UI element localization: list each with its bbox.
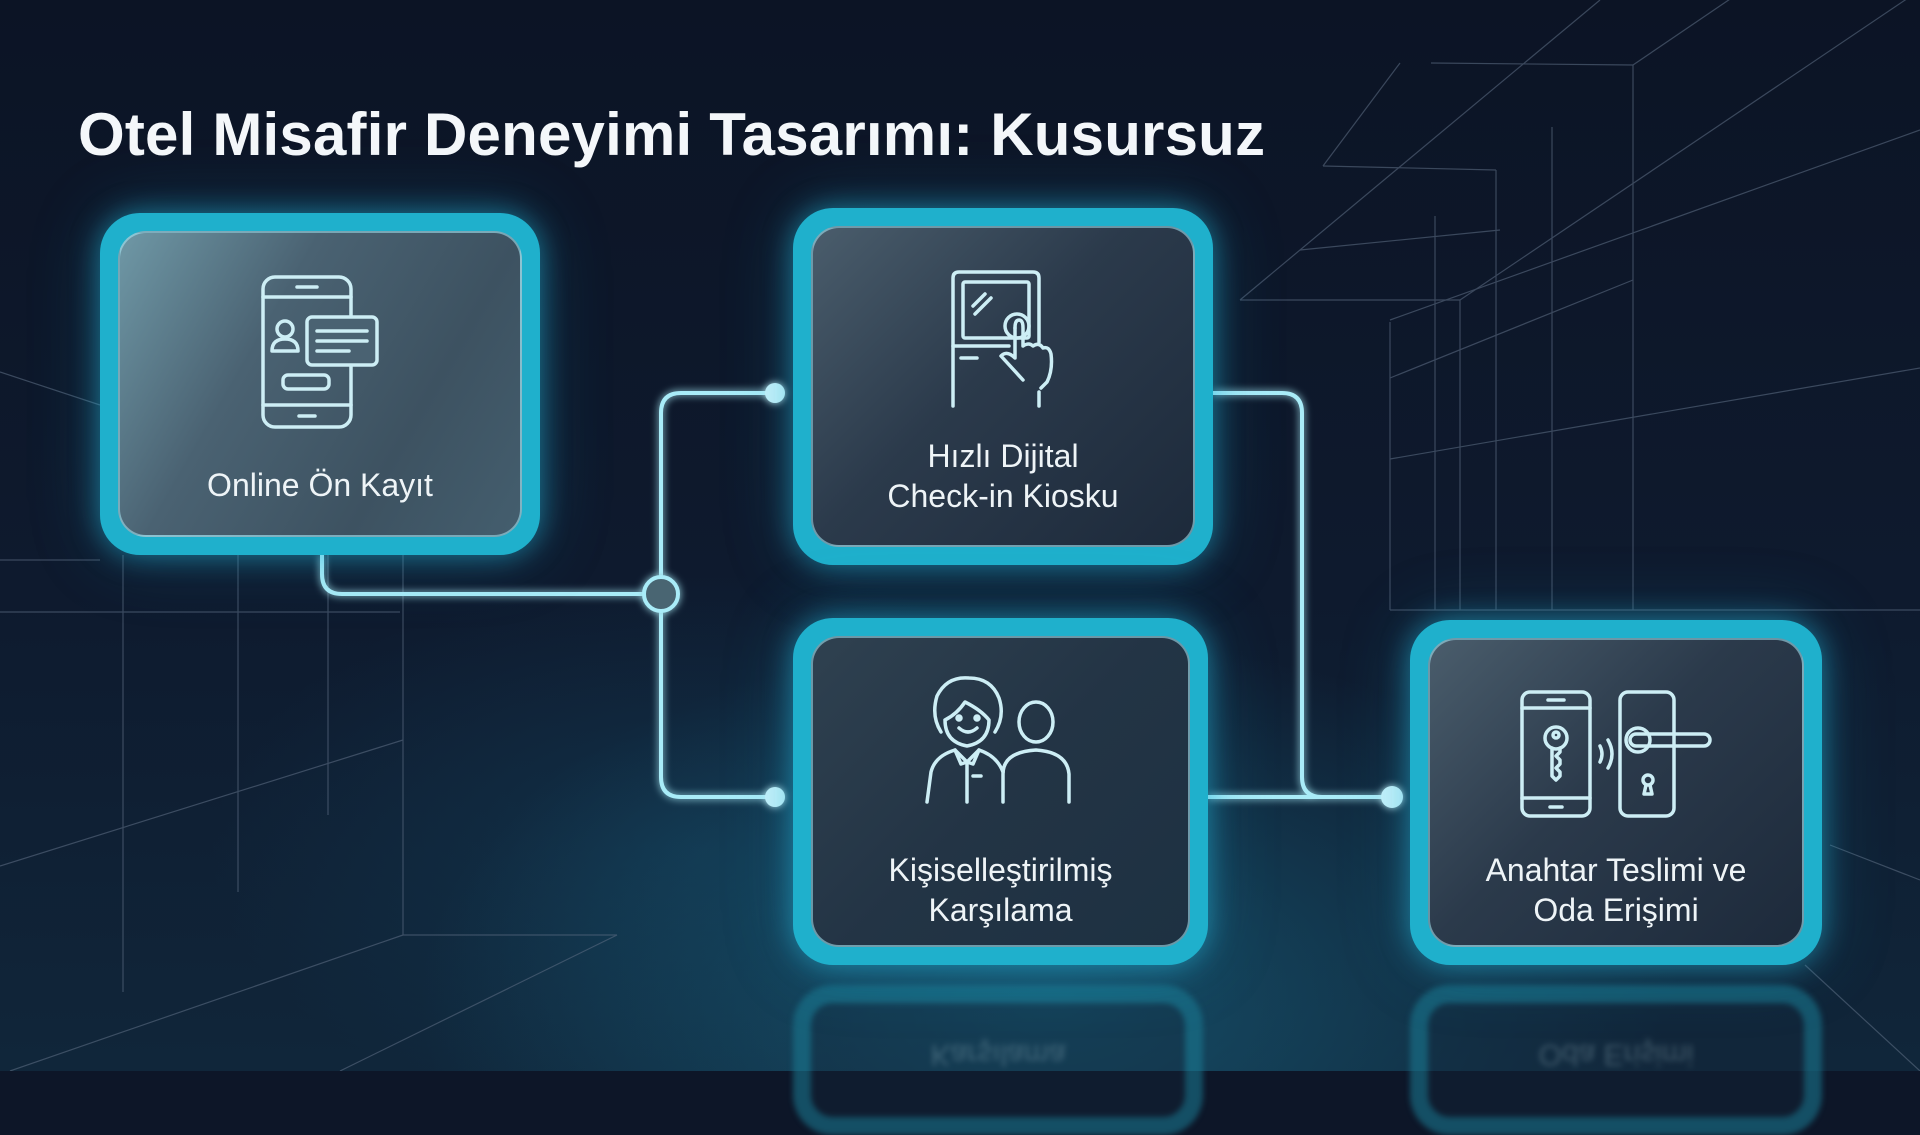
card4-reflection: Oda Erişimi (1410, 985, 1822, 1135)
connector-junction-card2 (659, 391, 775, 594)
step-card-personalized-welcome[interactable]: Kişiselleştirilmiş Karşılama (793, 618, 1208, 965)
step-card-key-delivery-room-access[interactable]: Anahtar Teslimi ve Oda Erişimi (1410, 620, 1822, 965)
card3-reflection: Karşılama (793, 985, 1203, 1135)
connector-dot-card3 (765, 787, 785, 807)
step-label: Anahtar Teslimi ve Oda Erişimi (1485, 852, 1747, 928)
step-label: Hızlı Dijital Check-in Kiosku (887, 438, 1119, 514)
step-card-digital-checkin-kiosk[interactable]: Hızlı Dijital Check-in Kiosku (793, 208, 1213, 565)
connector-card2-card4 (1213, 391, 1392, 799)
connector-junction-card3 (659, 594, 775, 799)
touchscreen-kiosk-hand-icon (943, 270, 1063, 415)
step-label: Kişiselleştirilmiş Karşılama (888, 852, 1113, 928)
connector-dot-card4 (1381, 786, 1403, 808)
flow-connectors (320, 383, 1403, 808)
page-title: Otel Misafir Deneyimi Tasarımı: Kusursuz (78, 101, 1266, 169)
junction-node (642, 575, 680, 613)
mobile-key-door-lock-icon (1516, 690, 1716, 825)
connector-card1-junction (320, 555, 661, 596)
connector-dot-card2 (765, 383, 785, 403)
step-card-online-pre-registration[interactable]: Online Ön Kayıt (100, 213, 540, 555)
receptionist-guest-icon (921, 676, 1081, 811)
smartphone-profile-form-icon (255, 271, 385, 436)
step-label: Online Ön Kayıt (207, 467, 433, 503)
background-wireframe-grid (0, 0, 1920, 1071)
